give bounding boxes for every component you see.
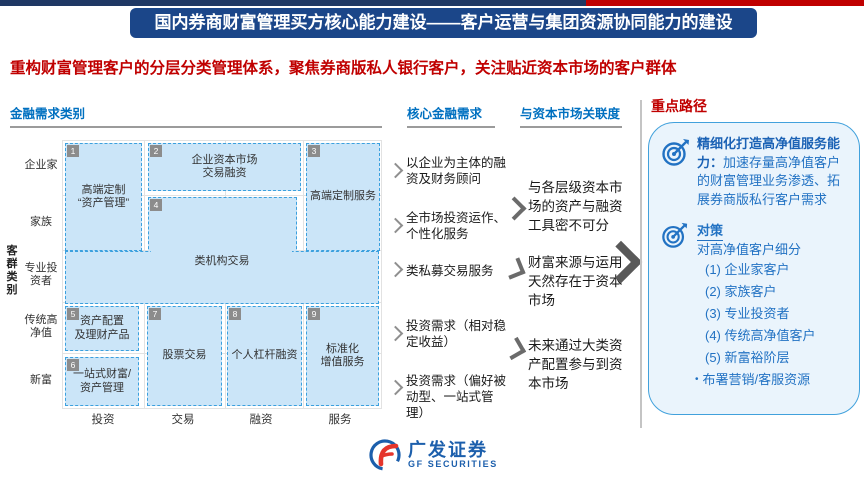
list-item: (2) 家族客户 [705, 284, 777, 299]
box-label: 资产配置 及理财产品 [74, 315, 130, 341]
box-label: 类机构交易 [194, 255, 250, 267]
footer-logo: 广发证券 GF SECURITIES [368, 438, 498, 472]
list-item: (3) 专业投资者 [705, 306, 790, 321]
path-panel: 精细化打造高净值服务能力：加速存量高净值客户的财富管理业务渗透、拓展券商版私行客… [648, 122, 860, 415]
need-item: 类私募交易服务 [406, 264, 494, 278]
brand-name-en: GF SECURITIES [408, 458, 498, 469]
arrow-right-icon [387, 162, 404, 179]
need-item: 投资需求（偏好被动型、一站式管理） [406, 374, 507, 420]
matrix-box-1: 1 高端定制 “资产管理” [65, 143, 142, 251]
target-icon [662, 222, 688, 248]
strategy-subtitle: 对高净值客户细分 [697, 242, 802, 257]
matrix-box-4-lower: 类机构交易 [65, 251, 379, 304]
path-goal: 精细化打造高净值服务能力：加速存量高净值客户的财富管理业务渗透、拓展券商版私行客… [697, 135, 849, 209]
box-label: 高端定制服务 [310, 190, 376, 203]
row-label-family: 家族 [30, 216, 52, 228]
path-heading: 重点路径 [651, 98, 707, 114]
bullet-item: •布署营销/客服资源 [695, 369, 810, 388]
row-label-new-rich: 新富 [30, 374, 52, 386]
col-label-service: 服务 [328, 414, 352, 426]
box-number-badge: 4 [150, 199, 162, 211]
box-label: 高端定制 “资产管理” [77, 183, 130, 210]
box-number-badge: 2 [150, 145, 162, 157]
matrix-box-5: 5 资产配置 及理财产品 [65, 306, 139, 351]
box-number-badge: 1 [67, 145, 79, 157]
path-goal-bold: 精细化打造高净值服务能力： [697, 136, 841, 170]
page-title: 国内券商财富管理买方核心能力建设——客户运营与集团资源协同能力的建设 [130, 8, 757, 38]
box-4-join [151, 249, 292, 255]
matrix-y-axis-label: 客 群 类 别 [6, 245, 18, 296]
brand-name-cn: 广发证券 [408, 439, 488, 460]
matrix-box-9: 9 标准化 增值服务 [306, 306, 379, 406]
relevance-item: 财富来源与运用天然存在于资本市场 [528, 255, 623, 308]
needs-heading: 核心金融需求 [407, 107, 483, 121]
client-segment-list: (1) 企业家客户 (2) 家族客户 (3) 专业投资者 (4) 传统高净值客户… [705, 259, 816, 369]
relevance-item: 未来通过大类资产配置参与到资本市场 [528, 338, 623, 391]
relevance-heading: 与资本市场关联度 [520, 107, 621, 121]
bullet-text: 布署营销/客服资源 [702, 372, 811, 387]
matrix-box-6: 6 一站式财富/ 资产管理 [65, 357, 139, 406]
path-goal-text: 加速存量高净值客户的财富管理业务渗透、拓展券商版私行客户需求 [697, 154, 841, 207]
box-number-badge: 7 [149, 308, 161, 320]
matrix-box-7: 7 股票交易 [147, 306, 222, 406]
matrix-heading: 金融需求类别 [10, 107, 86, 121]
need-item: 投资需求（相对稳定收益） [406, 319, 507, 349]
matrix-box-2: 2 企业资本市场 交易融资 [148, 143, 301, 191]
top-accent-bar-red [586, 0, 864, 6]
needs-heading-rule [407, 126, 495, 128]
col-label-trade: 交易 [171, 414, 195, 426]
relevance-heading-rule [520, 126, 622, 128]
list-item: (1) 企业家客户 [705, 262, 790, 277]
col-label-finance: 融资 [249, 414, 273, 426]
box-number-badge: 9 [308, 308, 320, 320]
box-label: 标准化 增值服务 [320, 342, 365, 369]
arrow-right-icon [387, 379, 404, 396]
box-label: 一站式财富/ 资产管理 [72, 368, 132, 394]
col-label-invest: 投资 [91, 414, 115, 426]
top-accent-bar-navy [0, 0, 586, 6]
box-number-badge: 8 [229, 308, 241, 320]
row-label-pro-investor: 专业投 资者 [24, 262, 58, 287]
matrix-box-3: 3 高端定制服务 [306, 143, 380, 251]
list-item: (4) 传统高净值客户 [705, 328, 816, 343]
list-item: (5) 新富裕阶层 [705, 350, 790, 365]
matrix-heading-rule [10, 126, 382, 128]
arrow-right-icon [387, 325, 404, 342]
gf-securities-logo-icon [369, 439, 401, 471]
box-label: 企业资本市场 交易融资 [191, 153, 258, 180]
page-subtitle: 重构财富管理客户的分层分类管理体系，聚焦券商版私人银行客户，关注贴近资本市场的客… [10, 60, 677, 77]
box-label: 股票交易 [162, 349, 207, 362]
bullet-dot: • [695, 374, 699, 385]
box-number-badge: 6 [67, 359, 79, 371]
row-label-traditional-hnw: 传统高 净值 [24, 314, 58, 339]
box-number-badge: 3 [308, 145, 320, 157]
need-item: 全市场投资运作、个性化服务 [406, 211, 507, 241]
box-number-badge: 5 [67, 308, 79, 320]
box-label: 个人杠杆融资 [231, 349, 298, 362]
matrix-box-8: 8 个人杠杆融资 [227, 306, 302, 406]
arrow-right-icon [387, 261, 404, 278]
row-label-entrepreneur: 企业家 [24, 159, 58, 171]
need-item: 以企业为主体的融资及财务顾问 [406, 156, 507, 186]
matrix-box-4-upper: 4 [148, 197, 297, 254]
target-icon [662, 139, 689, 166]
path-divider-line [640, 100, 642, 428]
relevance-item: 与各层级资本市场的资产与融资工具密不可分 [528, 180, 623, 233]
footer-logo-text: 广发证券 GF SECURITIES [408, 441, 498, 470]
strategy-title: 对策 [697, 220, 724, 241]
arrow-right-icon [387, 217, 404, 234]
